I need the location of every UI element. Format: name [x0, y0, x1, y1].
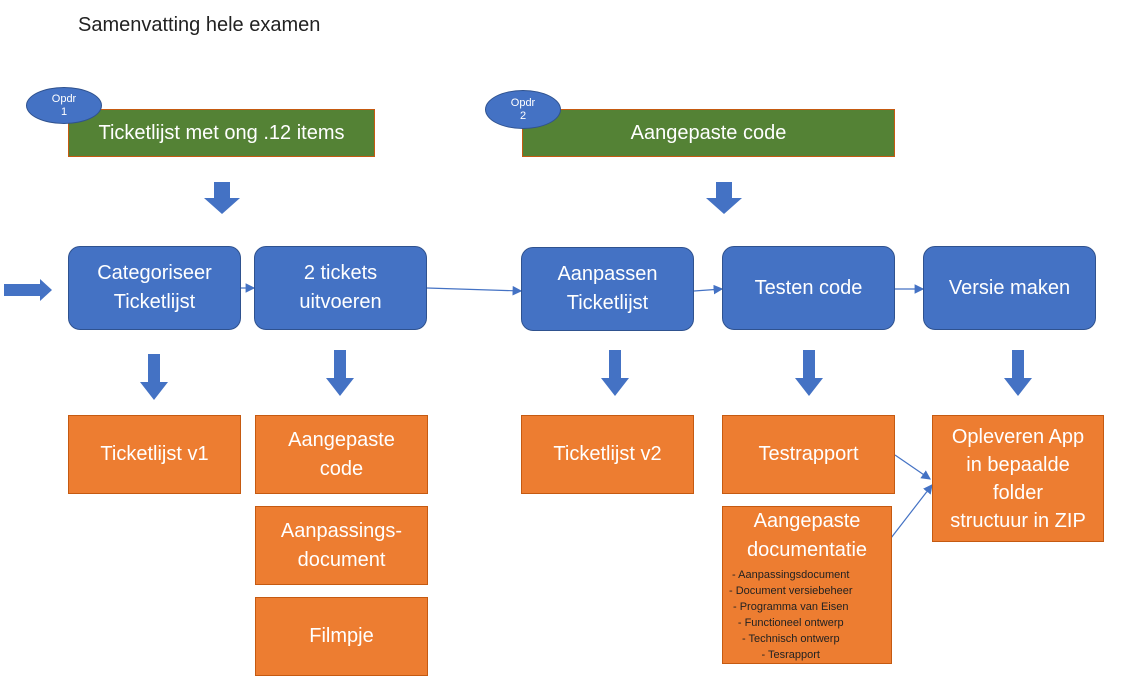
process-aanpassen-ticketlijst: Aanpassen Ticketlijst — [521, 247, 694, 331]
down-arrow-testen — [795, 350, 823, 396]
output-aanpassingsdocument: Aanpassings- document — [255, 506, 428, 585]
down-arrow-aanpassen — [601, 350, 629, 396]
output-filmpje: Filmpje — [255, 597, 428, 676]
output-aanpassingsdocument-line1: Aanpassings- — [280, 519, 403, 542]
documentatie-item: - Programma van Eisen — [732, 601, 849, 613]
output-opleveren-app: Opleveren App in bepaalde folder structu… — [932, 415, 1104, 542]
process-aanpassen-line1: Aanpassen — [557, 263, 658, 285]
opdr2-badge: Opdr 2 — [485, 90, 561, 129]
output-documentatie-line1: Aangepaste — [753, 510, 861, 532]
output-aangepaste-documentatie: Aangepaste documentatie - Aanpassingsdoc… — [722, 506, 892, 664]
process-versie-label: Versie maken — [948, 276, 1071, 299]
input-ticketlijst-box: Ticketlijst met ong .12 items — [68, 109, 375, 157]
documentatie-item: - Document versiebeheer — [729, 585, 853, 597]
input-aangepaste-code-box: Aangepaste code — [522, 109, 895, 157]
input-aangepaste-code-label: Aangepaste code — [630, 121, 787, 144]
process-categoriseer-line2: Ticketlijst — [113, 291, 196, 313]
output-aangepaste-code: Aangepaste code — [255, 415, 428, 494]
output-ticketlijst-v2: Ticketlijst v2 — [521, 415, 694, 494]
connector-tickets-aanpassen — [426, 285, 523, 296]
output-documentatie-line2: documentatie — [746, 539, 868, 561]
connector-testrapport-opleveren — [894, 454, 931, 480]
connector-documentatie-opleveren — [890, 484, 933, 539]
process-versie-maken: Versie maken — [923, 246, 1096, 330]
connector-aanpassen-testen — [693, 284, 724, 295]
opdr1-badge: Opdr 1 — [26, 87, 102, 124]
process-categoriseer-line1: Categoriseer — [97, 262, 212, 284]
output-aangepaste-code-line2: code — [319, 457, 364, 480]
documentatie-list: - Aanpassingsdocument - Document versieb… — [729, 567, 853, 663]
output-ticketlijst-v2-label: Ticketlijst v2 — [553, 443, 662, 465]
output-ticketlijst-v1-label: Ticketlijst v1 — [100, 443, 209, 465]
diagram-title: Samenvatting hele examen — [78, 14, 321, 36]
down-arrow-green1 — [204, 182, 240, 214]
opdr2-label: Opdr — [510, 96, 536, 109]
process-categoriseer: Categoriseer Ticketlijst — [68, 246, 241, 330]
process-tickets-line2: uitvoeren — [299, 291, 382, 313]
output-opleveren-line3: folder — [992, 481, 1043, 504]
output-ticketlijst-v1: Ticketlijst v1 — [68, 415, 241, 494]
documentatie-item: - Aanpassingsdocument — [732, 569, 850, 581]
documentatie-item: - Functioneel ontwerp — [737, 617, 844, 629]
process-tickets-uitvoeren: 2 tickets uitvoeren — [254, 246, 427, 330]
documentatie-item: - Technisch ontwerp — [741, 633, 840, 645]
output-testrapport-label: Testrapport — [758, 443, 859, 465]
process-tickets-line1: 2 tickets — [303, 262, 378, 284]
output-opleveren-line4: structuur in ZIP — [950, 509, 1086, 532]
process-testen-label: Testen code — [754, 276, 863, 299]
input-ticketlijst-label: Ticketlijst met ong .12 items — [98, 121, 345, 144]
output-aanpassingsdocument-line2: document — [297, 548, 386, 571]
process-aanpassen-line2: Ticketlijst — [566, 292, 649, 314]
opdr1-label: Opdr — [51, 92, 77, 105]
output-opleveren-line2: in bepaalde — [966, 453, 1070, 476]
down-arrow-versie — [1004, 350, 1032, 396]
down-arrow-tickets — [326, 350, 354, 396]
output-testrapport: Testrapport — [722, 415, 895, 494]
down-arrow-green2 — [706, 182, 742, 214]
documentatie-item: - Tesrapport — [761, 649, 821, 661]
process-testen-code: Testen code — [722, 246, 895, 330]
output-opleveren-line1: Opleveren App — [951, 425, 1085, 448]
opdr1-number: 1 — [60, 105, 68, 118]
entry-arrow — [4, 279, 52, 301]
down-arrow-categoriseer — [140, 354, 168, 400]
output-aangepaste-code-line1: Aangepaste — [288, 428, 395, 451]
output-filmpje-label: Filmpje — [309, 625, 374, 647]
opdr2-number: 2 — [519, 109, 527, 122]
